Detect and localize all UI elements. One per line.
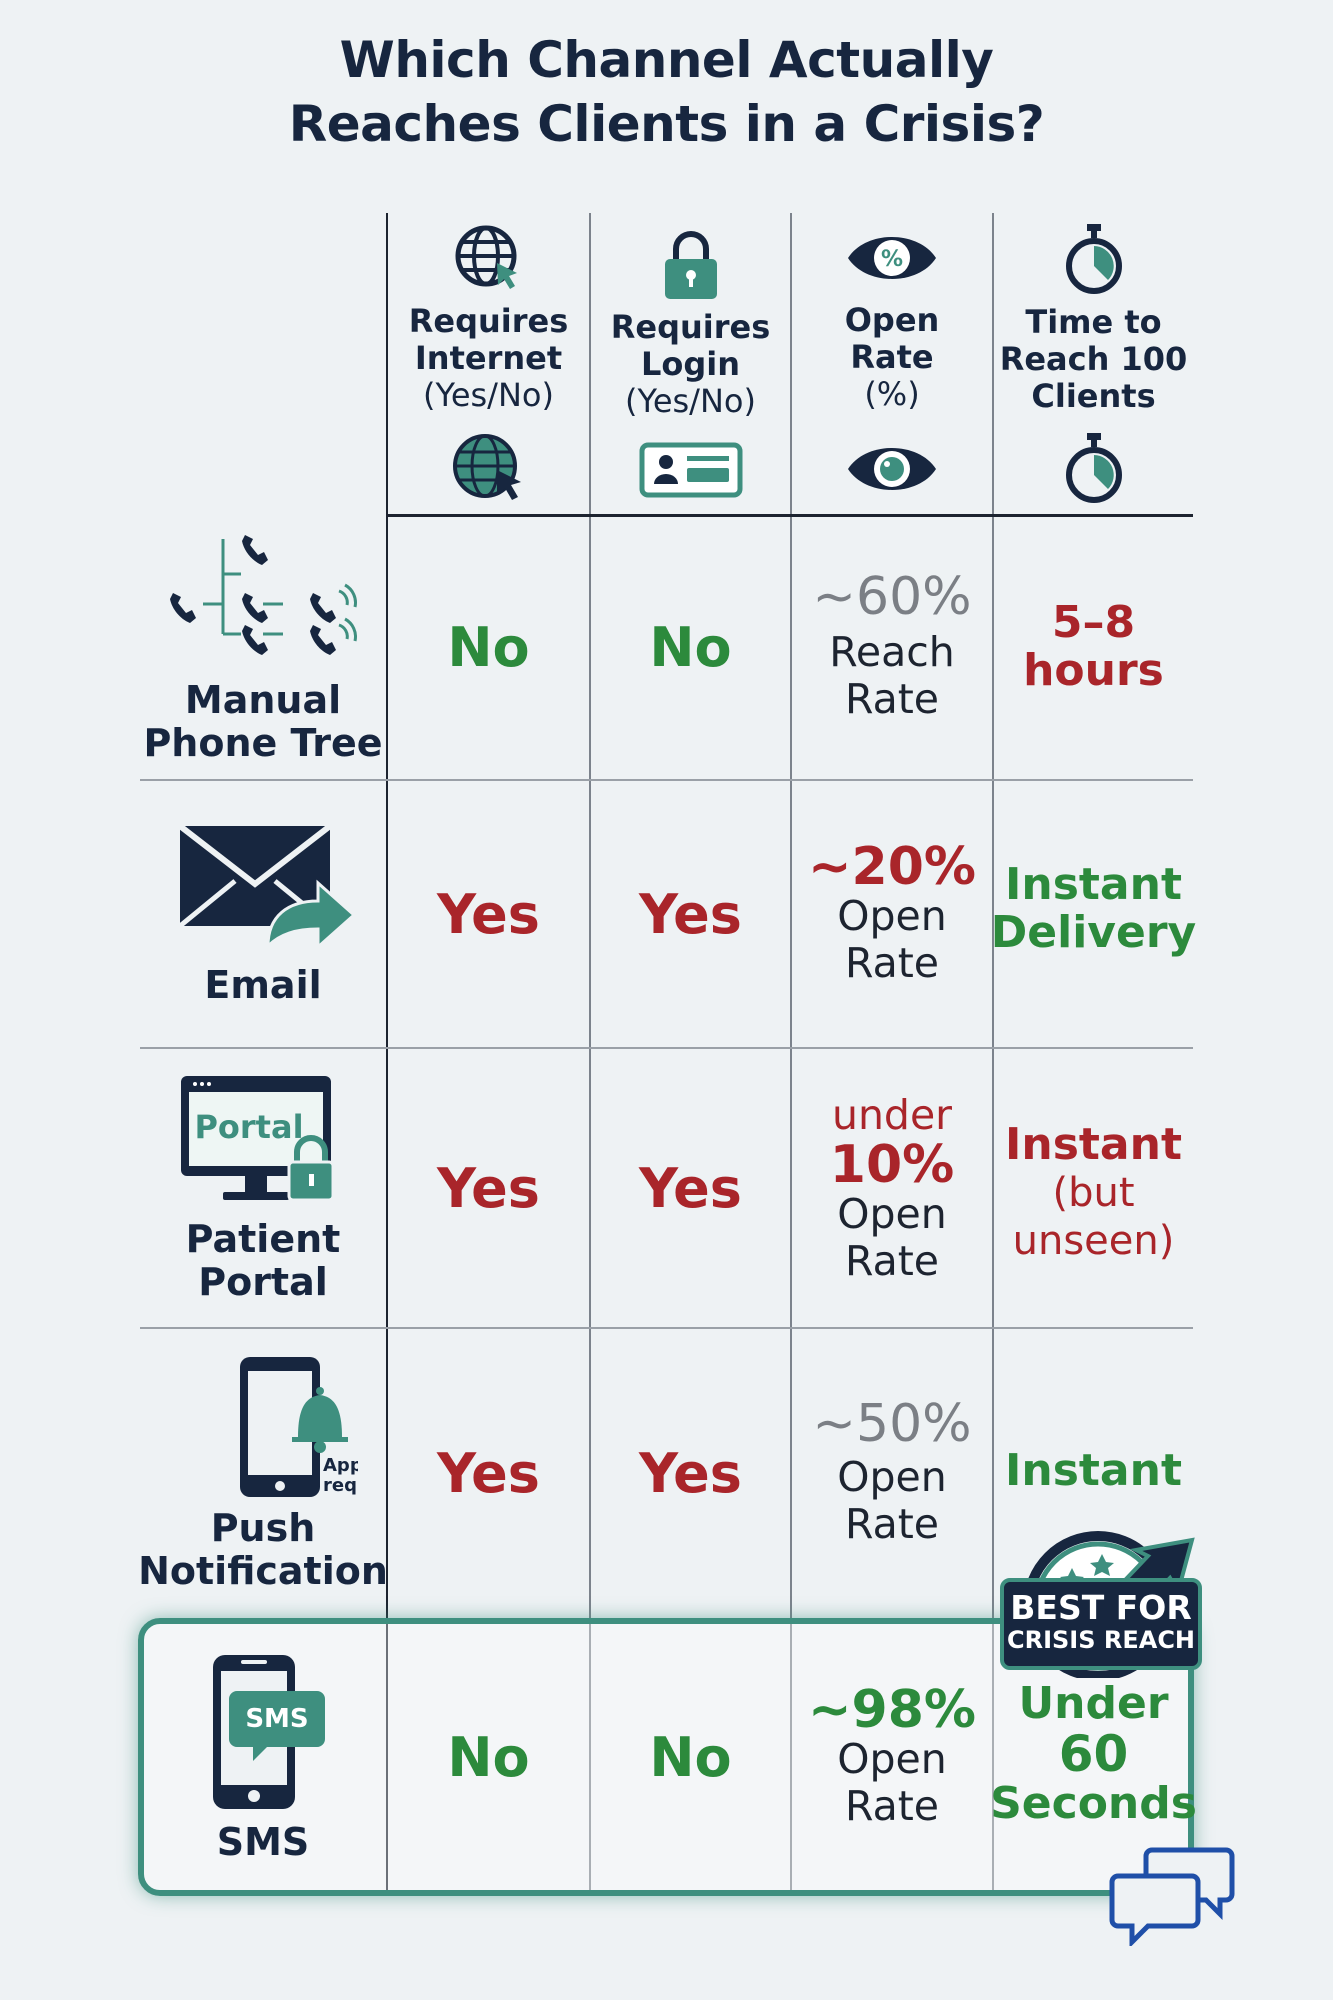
cell-internet: Yes <box>437 1156 540 1220</box>
monitor-lock-icon: Portal <box>181 1076 335 1202</box>
column-header-internet: Requires Internet (Yes/No) <box>388 213 589 513</box>
page-title: Which Channel Actually Reaches Clients i… <box>288 31 1045 153</box>
column-header-time: Time to Reach 100 Clients <box>994 213 1193 513</box>
cell-open-rate: ~98% Open Rate <box>807 1680 977 1830</box>
divider <box>386 213 388 1894</box>
row-label-sms: SMS SMS <box>140 1624 386 1890</box>
eye-percent-icon: % <box>848 236 936 279</box>
divider <box>140 779 1193 781</box>
cell-time: Instant Delivery <box>990 859 1197 958</box>
stopwatch-icon <box>1065 223 1122 294</box>
cell-open-rate: ~60% Reach Rate <box>812 567 972 723</box>
divider <box>790 213 792 1894</box>
svg-text:SMS: SMS <box>245 1704 308 1734</box>
chat-bubbles-icon <box>1109 1847 1235 1946</box>
svg-text:%: % <box>881 247 903 272</box>
svg-text:App: App <box>323 1455 358 1476</box>
divider <box>992 213 994 1894</box>
cell-login: Yes <box>639 1156 742 1220</box>
cell-login: Yes <box>639 882 742 946</box>
phone-bell-icon: App required <box>240 1357 358 1497</box>
cell-time: Instant <box>1005 1445 1182 1496</box>
cell-time: Under 60 Seconds <box>990 1678 1197 1829</box>
id-card-icon <box>639 442 742 497</box>
padlock-icon <box>664 230 717 299</box>
cell-open-rate: ~20% Open Rate <box>807 837 977 987</box>
divider <box>140 1327 1193 1329</box>
row-label-email: Email <box>140 781 386 1047</box>
row-label-patient-portal: Portal Patient Portal <box>140 1049 386 1327</box>
column-header-login: Requires Login (Yes/No) <box>591 213 790 513</box>
cell-login: No <box>649 615 732 679</box>
cell-internet: Yes <box>437 882 540 946</box>
row-label-push-notification: App required Push Notification <box>138 1329 388 1617</box>
cell-time: 5–8 hours <box>1023 597 1164 696</box>
cell-login: Yes <box>639 1441 742 1505</box>
eye-icon <box>848 447 936 490</box>
phone-sms-icon: SMS <box>213 1654 325 1809</box>
globe-cursor-icon <box>455 225 517 289</box>
cell-internet: Yes <box>437 1441 540 1505</box>
badge-label: BEST FOR CRISIS REACH <box>1000 1578 1202 1670</box>
divider <box>387 514 1193 517</box>
cell-login: No <box>649 1725 732 1789</box>
cell-open-rate: under 10% Open Rate <box>829 1090 955 1285</box>
row-label-manual-phone-tree: Manual Phone Tree <box>140 515 386 779</box>
divider <box>589 213 591 1894</box>
cell-internet: No <box>447 615 530 679</box>
svg-text:required: required <box>323 1475 358 1496</box>
envelope-forward-icon <box>178 823 357 950</box>
stopwatch-icon <box>1065 432 1122 503</box>
cell-open-rate: ~50% Open Rate <box>812 1394 972 1548</box>
column-header-open-rate: % Open Rate (%) <box>792 213 992 513</box>
best-for-crisis-reach-badge: BEST FOR CRISIS REACH <box>998 1518 1204 1678</box>
divider <box>140 1047 1193 1049</box>
phone-tree-icon <box>170 535 357 655</box>
cell-time: Instant (but unseen) <box>1005 1119 1182 1265</box>
svg-text:Portal: Portal <box>194 1108 303 1146</box>
globe-cursor-icon <box>452 433 521 500</box>
cell-internet: No <box>447 1725 530 1789</box>
